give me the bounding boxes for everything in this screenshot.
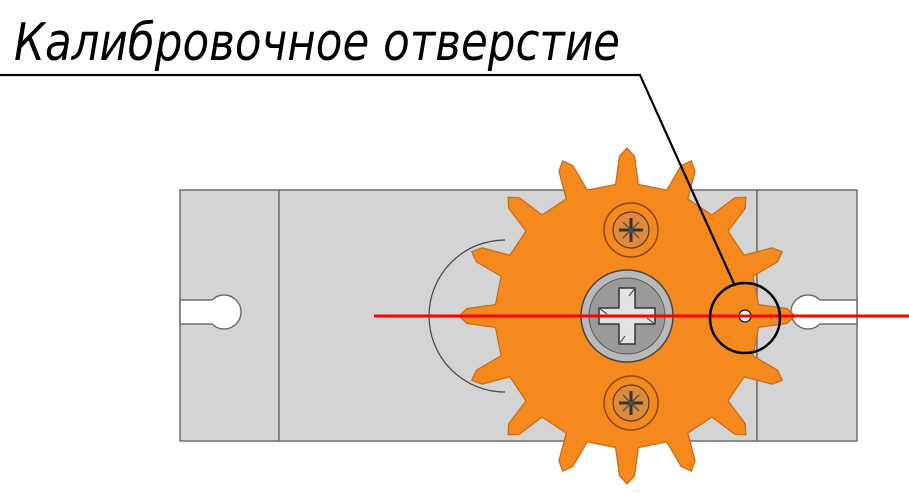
left-mounting-slot	[179, 294, 242, 330]
calibration-hole-label: Калибровочное отверстие	[14, 13, 620, 73]
calibration-hole-highlight-circle	[708, 281, 782, 355]
top-screw	[603, 202, 659, 258]
right-mounting-slot	[790, 294, 858, 330]
bottom-screw	[603, 375, 659, 431]
leader-line	[0, 73, 737, 287]
